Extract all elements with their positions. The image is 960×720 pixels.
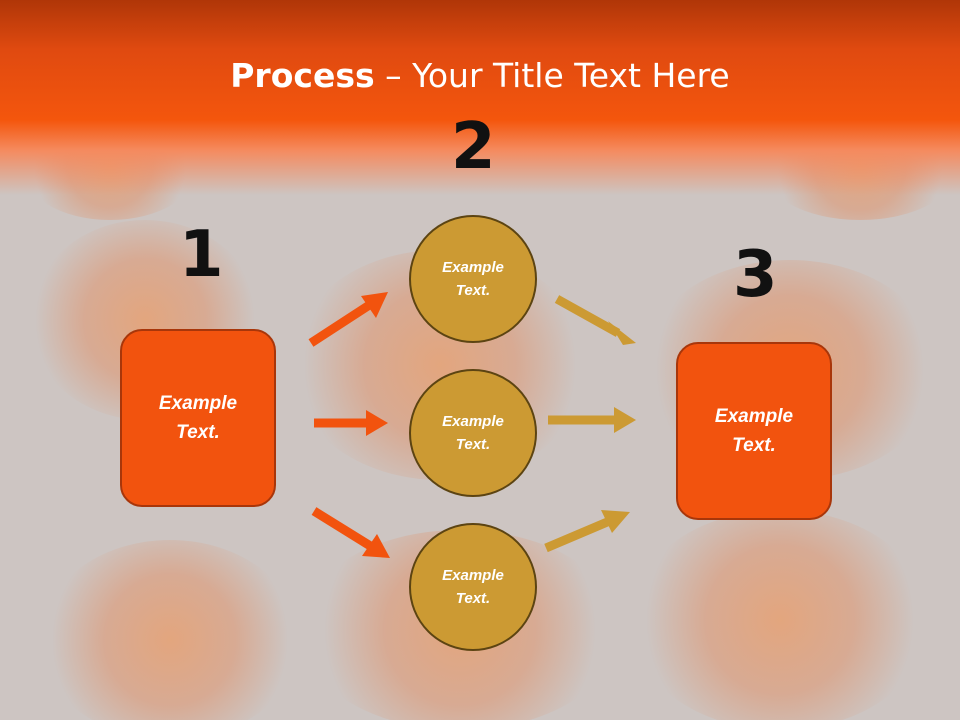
arrow-left-middle: [314, 410, 388, 436]
arrow-right-bottom: [544, 510, 630, 553]
header-band: [0, 0, 960, 200]
circle-top: Example Text.: [409, 215, 537, 343]
title-bold: Process: [230, 56, 375, 95]
flame-decoration: [40, 540, 300, 720]
step-number-1: 1: [179, 218, 224, 292]
flame-decoration: [630, 510, 930, 720]
step-number-3: 3: [733, 238, 778, 312]
left-step-box: Example Text.: [120, 329, 276, 507]
arrow-left-bottom: [311, 507, 390, 558]
title-rest: – Your Title Text Here: [374, 56, 730, 95]
slide-title: Process – Your Title Text Here: [0, 56, 960, 95]
step-number-2: 2: [451, 110, 496, 184]
arrow-right-middle: [548, 407, 636, 433]
circle-bottom: Example Text.: [409, 523, 537, 651]
arrow-left-top: [308, 292, 388, 347]
left-step-text: Example Text.: [158, 393, 238, 443]
right-step-box: Example Text.: [676, 342, 832, 520]
right-step-text: Example Text.: [714, 406, 794, 456]
circle-middle: Example Text.: [409, 369, 537, 497]
circle-top-text: Example Text.: [442, 259, 504, 299]
circle-middle-text: Example Text.: [442, 413, 504, 453]
arrow-right-top: [554, 295, 636, 345]
circle-bottom-text: Example Text.: [442, 567, 504, 607]
